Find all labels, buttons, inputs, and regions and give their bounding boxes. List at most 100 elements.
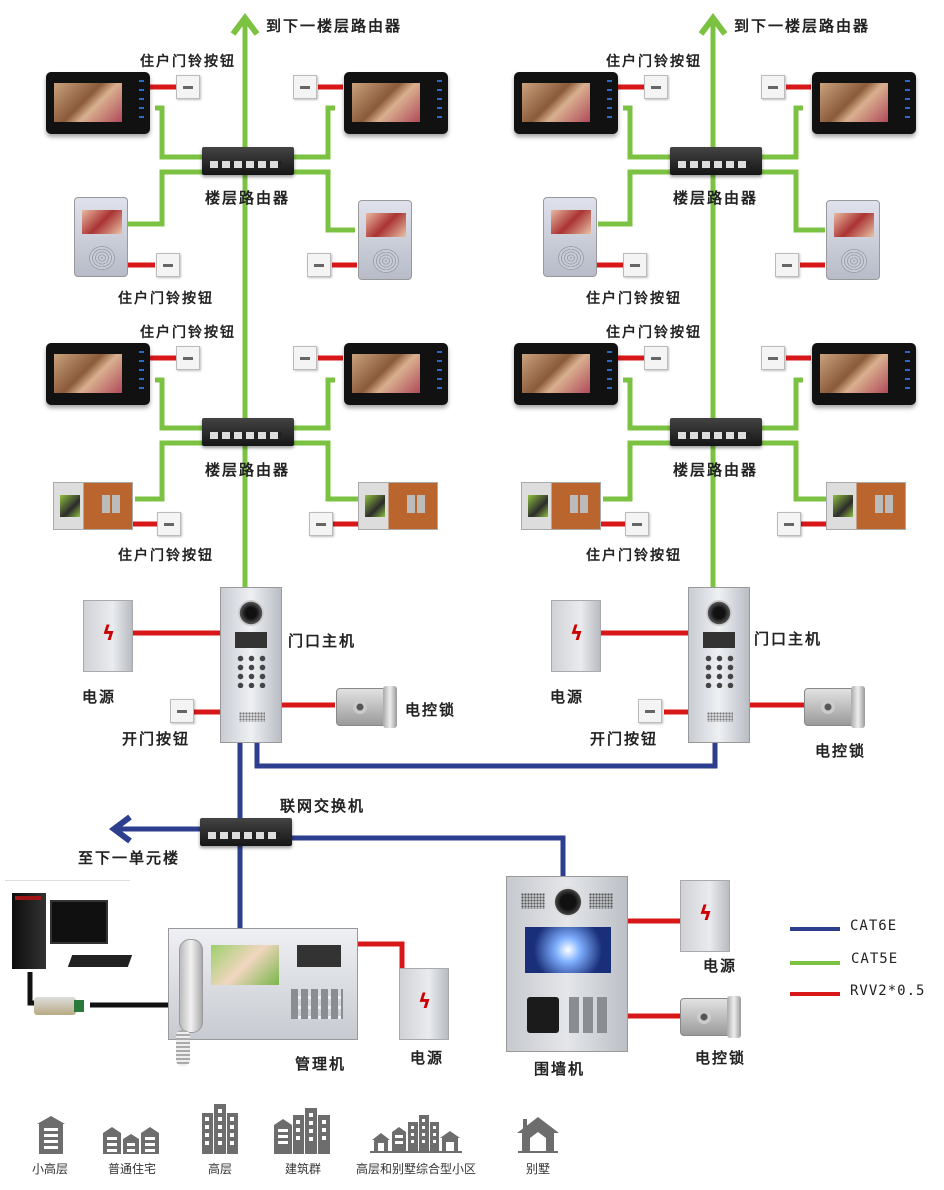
- management-unit: [168, 928, 358, 1040]
- building-type-label: 普通住宅: [107, 1162, 156, 1176]
- doorbell-button: [156, 253, 180, 277]
- indoor-panel-wood: [826, 482, 906, 530]
- doorbell-button: [761, 75, 785, 99]
- indoor-monitor-silver: [826, 200, 880, 280]
- doorbell-button: [293, 75, 317, 99]
- right-lower-router-label: 楼层路由器: [673, 461, 759, 479]
- serial-converter: [34, 997, 84, 1015]
- right-up-arrowhead: [698, 13, 728, 36]
- doorbell-button: [644, 346, 668, 370]
- left-lower-doorbell-label-bottom: 住户门铃按钮: [118, 548, 214, 564]
- power-supply: ϟ: [83, 600, 133, 672]
- pc-tower: [12, 893, 46, 969]
- left-lower-router-label: 楼层路由器: [205, 461, 291, 479]
- left-lock-label: 电控锁: [405, 701, 457, 719]
- building-type-label: 建筑群: [284, 1162, 321, 1176]
- left-upper-doorbell-label-bottom: 住户门铃按钮: [118, 291, 214, 307]
- left-up-arrowhead: [230, 13, 260, 36]
- indoor-monitor-black: [344, 72, 448, 134]
- indoor-monitor-black: [344, 343, 448, 405]
- door-station: [688, 587, 750, 743]
- wall-lock-label: 电控锁: [695, 1049, 747, 1067]
- indoor-monitor-silver: [543, 197, 597, 277]
- doorbell-button: [293, 346, 317, 370]
- legend-label-cat5e: CAT5E: [851, 951, 899, 967]
- doorbell-button: [777, 512, 801, 536]
- legend-label-cat6e: CAT6E: [850, 918, 898, 934]
- power-supply: ϟ: [680, 880, 730, 952]
- legend-swatch-cat6e: [790, 927, 840, 931]
- indoor-panel-wood: [53, 482, 133, 530]
- legend-swatch-rvv: [790, 992, 840, 996]
- management-unit-label: 管理机: [295, 1055, 347, 1073]
- doorbell-button: [307, 253, 331, 277]
- right-next-floor-label: 到下一楼层路由器: [734, 17, 871, 35]
- right-upper-doorbell-label-bottom: 住户门铃按钮: [586, 291, 682, 307]
- doorbell-button: [309, 512, 333, 536]
- doorbell-button: [644, 75, 668, 99]
- floor-router: [670, 147, 762, 175]
- right-lower-doorbell-label-top: 住户门铃按钮: [606, 325, 702, 341]
- floor-router: [670, 418, 762, 446]
- exit-button: [170, 699, 194, 723]
- left-door-station-label: 门口主机: [288, 632, 357, 650]
- management-power-label: 电源: [410, 1049, 445, 1067]
- left-lower-doorbell-label-top: 住户门铃按钮: [140, 325, 236, 341]
- right-lower-doorbell-label-bottom: 住户门铃按钮: [586, 548, 682, 564]
- wall-power-label: 电源: [703, 957, 738, 975]
- wall-station: [506, 876, 628, 1052]
- right-lock-label: 电控锁: [815, 742, 867, 760]
- legend-label-rvv: RVV2*0.5: [850, 983, 926, 999]
- building-type-label: 别墅: [525, 1162, 550, 1176]
- legend-swatch-cat5e: [790, 961, 840, 965]
- indoor-monitor-silver: [358, 200, 412, 280]
- villa-icon: [517, 1117, 559, 1153]
- building-type-label: 小高层: [31, 1162, 68, 1176]
- indoor-monitor-black: [812, 343, 916, 405]
- indoor-monitor-black: [46, 343, 150, 405]
- indoor-monitor-silver: [74, 197, 128, 277]
- rvv-wires: [128, 84, 826, 1019]
- indoor-monitor-black: [514, 72, 618, 134]
- building-type-label: 高层: [207, 1162, 232, 1176]
- doorbell-button: [157, 512, 181, 536]
- mixed-community-icon: [370, 1115, 462, 1153]
- serial-cable: [27, 972, 168, 1008]
- electric-lock: [680, 996, 741, 1038]
- left-upper-router-label: 楼层路由器: [205, 189, 291, 207]
- right-cat5e-wires: [598, 13, 826, 590]
- indoor-monitor-black: [46, 72, 150, 134]
- floor-router: [202, 147, 294, 175]
- indoor-monitor-black: [812, 72, 916, 134]
- doorbell-button: [176, 75, 200, 99]
- doorbell-button: [623, 253, 647, 277]
- divider: [5, 880, 130, 881]
- building-group-icon: [274, 1108, 330, 1154]
- power-supply: ϟ: [399, 968, 449, 1040]
- floor-router: [202, 418, 294, 446]
- residential-icon: [103, 1127, 159, 1154]
- network-switch: [200, 818, 292, 846]
- indoor-panel-wood: [358, 482, 438, 530]
- left-cat5e-wires: [128, 13, 358, 590]
- indoor-panel-wood: [521, 482, 601, 530]
- left-upper-doorbell-label-top: 住户门铃按钮: [140, 54, 236, 70]
- right-upper-router-label: 楼层路由器: [673, 189, 759, 207]
- left-power-label: 电源: [82, 688, 117, 706]
- indoor-monitor-black: [514, 343, 618, 405]
- power-supply: ϟ: [551, 600, 601, 672]
- low-rise-icon: [37, 1116, 65, 1154]
- right-exit-button-label: 开门按钮: [590, 730, 659, 748]
- electric-lock: [336, 686, 397, 728]
- wall-station-label: 围墙机: [534, 1060, 586, 1078]
- left-next-floor-label: 到下一楼层路由器: [266, 17, 403, 35]
- left-exit-button-label: 开门按钮: [122, 730, 191, 748]
- network-switch-label: 联网交换机: [280, 797, 366, 815]
- building-type-label: 高层和别墅综合型小区: [355, 1162, 476, 1176]
- doorbell-button: [775, 253, 799, 277]
- electric-lock: [804, 686, 865, 728]
- pc-keyboard: [67, 955, 133, 967]
- doorbell-button: [625, 512, 649, 536]
